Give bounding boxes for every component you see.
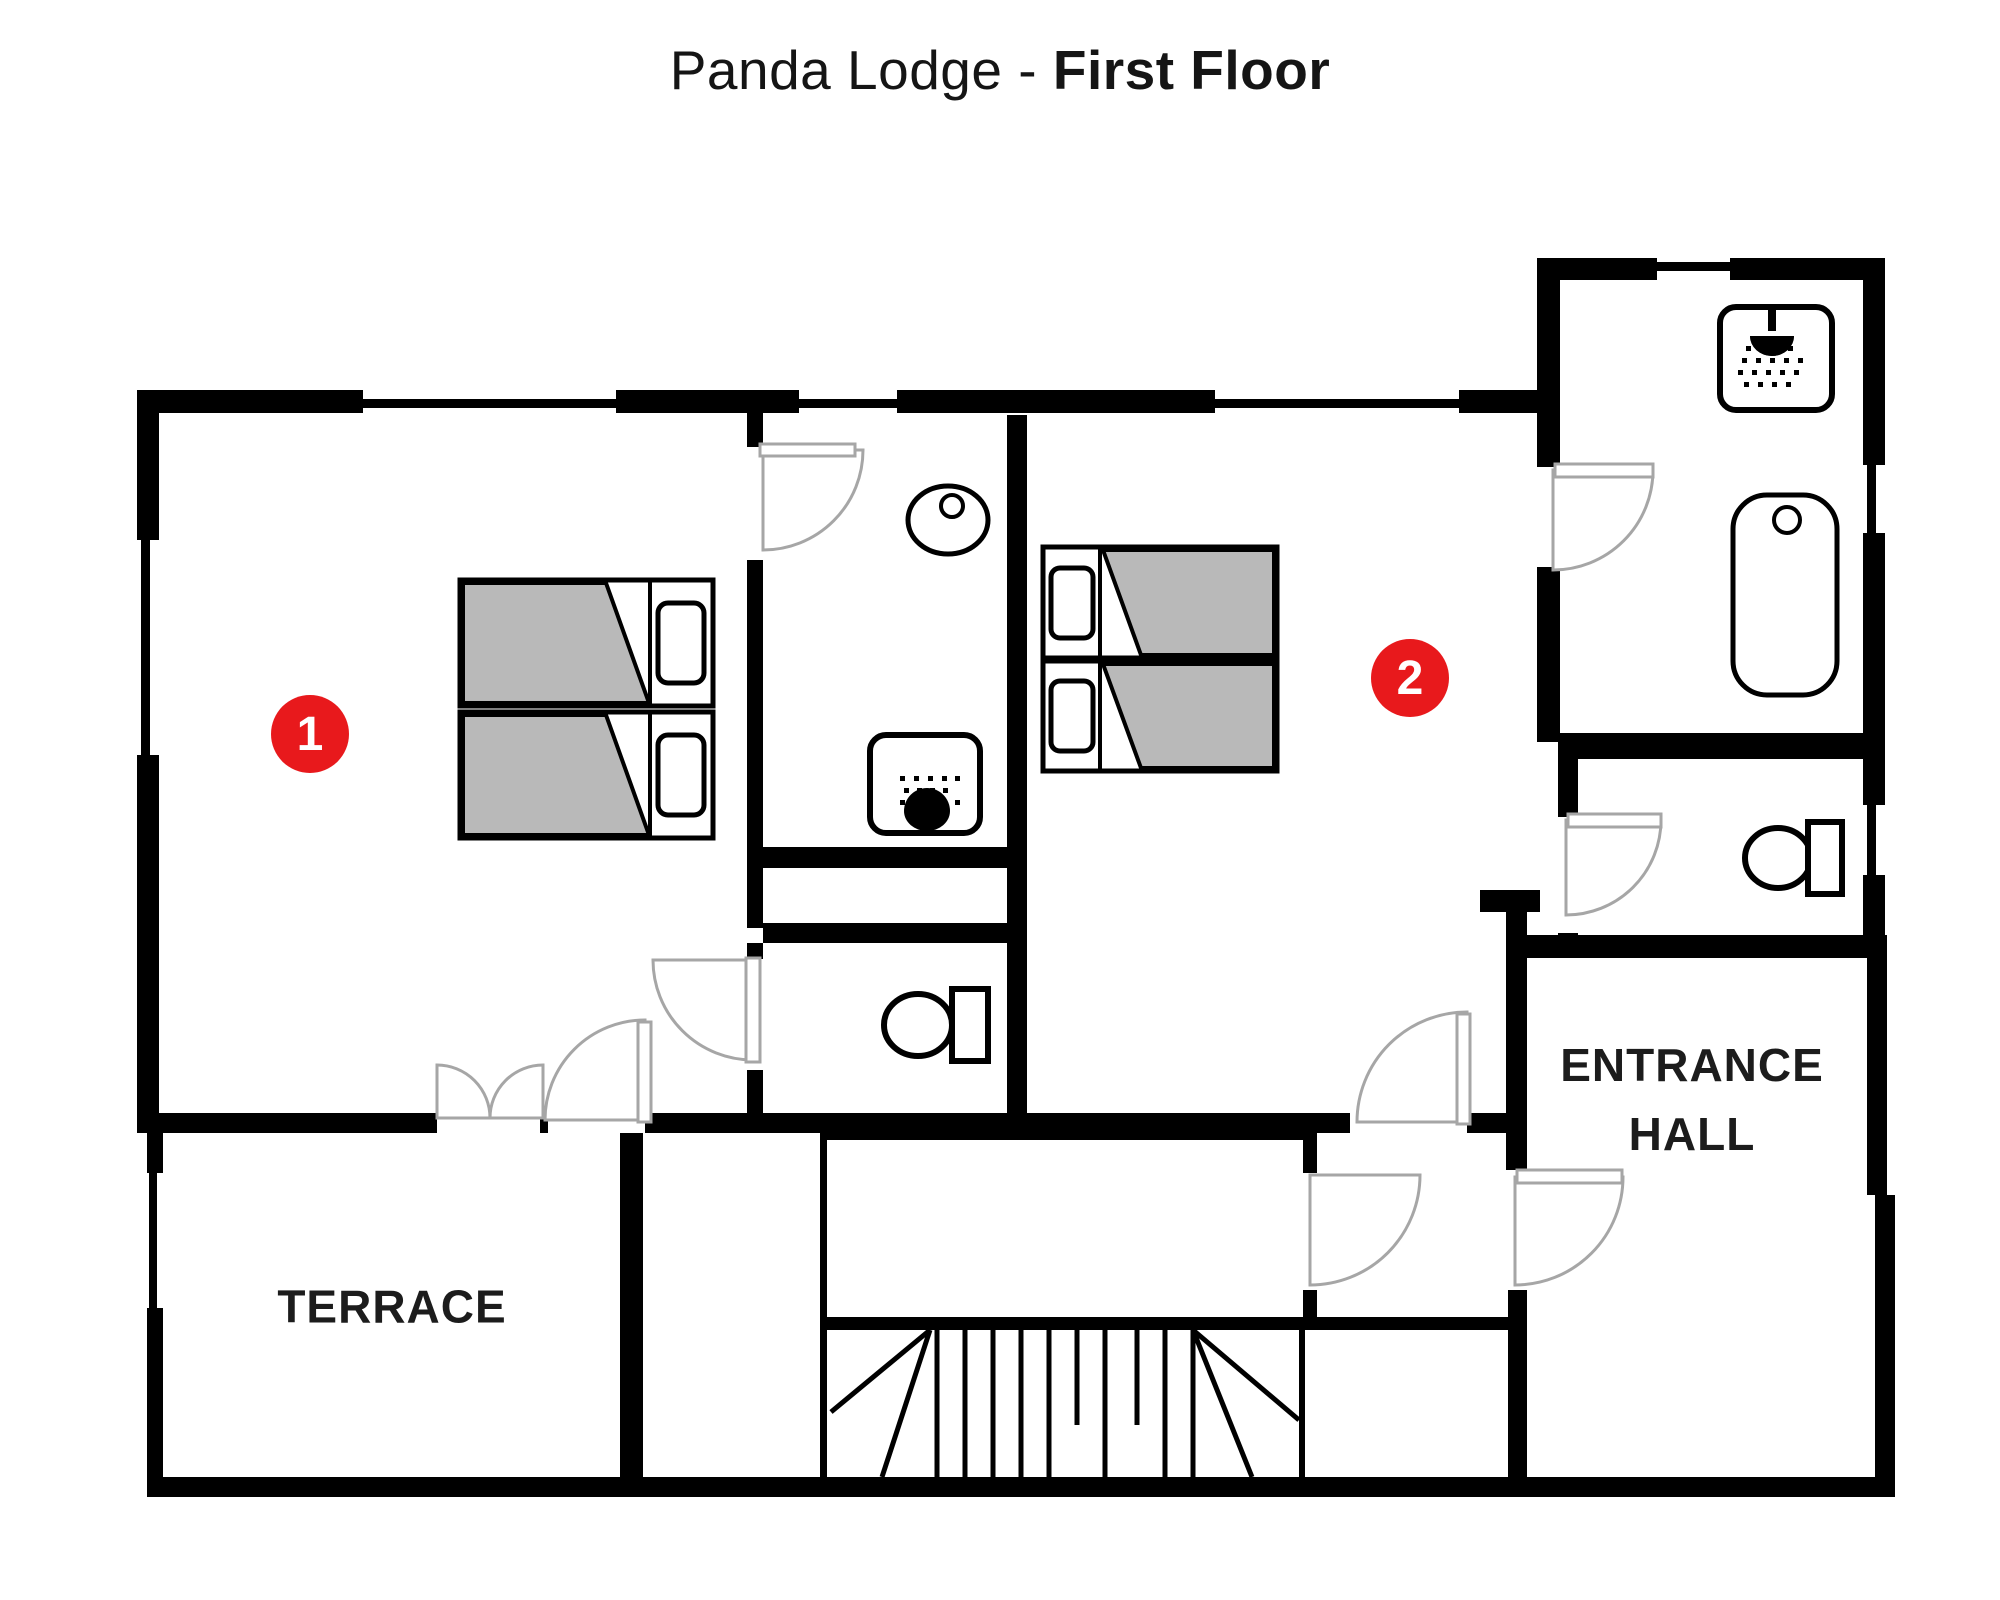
walls — [137, 258, 1895, 1497]
toilet-icon — [1742, 819, 1845, 897]
door-swing — [543, 1018, 647, 1122]
door-leaf — [758, 442, 857, 458]
title-prefix: Panda Lodge - — [669, 39, 1053, 101]
bedroom1-beds — [457, 577, 716, 841]
window — [149, 1173, 157, 1308]
window — [363, 399, 616, 408]
door-leaf — [744, 956, 762, 1064]
door-swing — [488, 1063, 545, 1120]
staircase-icon — [829, 1328, 1301, 1478]
toilet-icon — [881, 986, 991, 1064]
top-right-bathroom — [1717, 304, 1840, 698]
window — [1867, 805, 1876, 875]
entrance-hall-line1: ENTRANCE — [1560, 1039, 1824, 1091]
doors — [435, 442, 1663, 1287]
entrance-hall-label: ENTRANCE HALL — [1560, 1031, 1824, 1169]
door-leaf — [1515, 1168, 1624, 1185]
entrance-hall-line2: HALL — [1628, 1108, 1756, 1160]
window — [799, 399, 897, 408]
shower-icon — [867, 732, 983, 836]
door-swing — [435, 1063, 492, 1120]
twin-bed — [457, 709, 716, 841]
door-swing — [1564, 818, 1663, 917]
door-leaf — [1455, 1012, 1472, 1126]
door-swing — [1308, 1173, 1422, 1287]
bedroom2-beds — [1040, 544, 1280, 774]
terrace-label: TERRACE — [277, 1280, 507, 1333]
bedroom2-number: 2 — [1396, 651, 1424, 705]
window — [1657, 262, 1730, 271]
page-title: Panda Lodge - First Floor — [0, 38, 2000, 102]
bedroom1-number: 1 — [296, 707, 324, 761]
door-swing — [651, 958, 755, 1062]
middle-bathroom — [867, 483, 991, 836]
window — [1867, 465, 1876, 533]
bedroom1-badge: 1 — [271, 695, 349, 773]
shower-icon — [1717, 304, 1835, 413]
door-leaf — [636, 1020, 653, 1124]
door-swing — [1355, 1010, 1469, 1124]
door-leaf — [1553, 462, 1655, 479]
right-wc — [1742, 819, 1845, 897]
middle-wc — [881, 986, 991, 1064]
twin-bed — [1040, 658, 1280, 774]
window — [1215, 399, 1459, 408]
title-emphasis: First Floor — [1052, 39, 1331, 101]
door-swing — [1551, 468, 1655, 572]
bathtub-icon — [1730, 492, 1840, 698]
door-swing — [1513, 1175, 1625, 1287]
door-swing — [761, 448, 865, 552]
twin-bed — [1040, 544, 1280, 661]
bedroom2-badge: 2 — [1371, 639, 1449, 717]
door-leaf — [1566, 812, 1663, 829]
sink-icon — [905, 483, 991, 557]
twin-bed — [457, 577, 716, 709]
window — [141, 540, 150, 755]
